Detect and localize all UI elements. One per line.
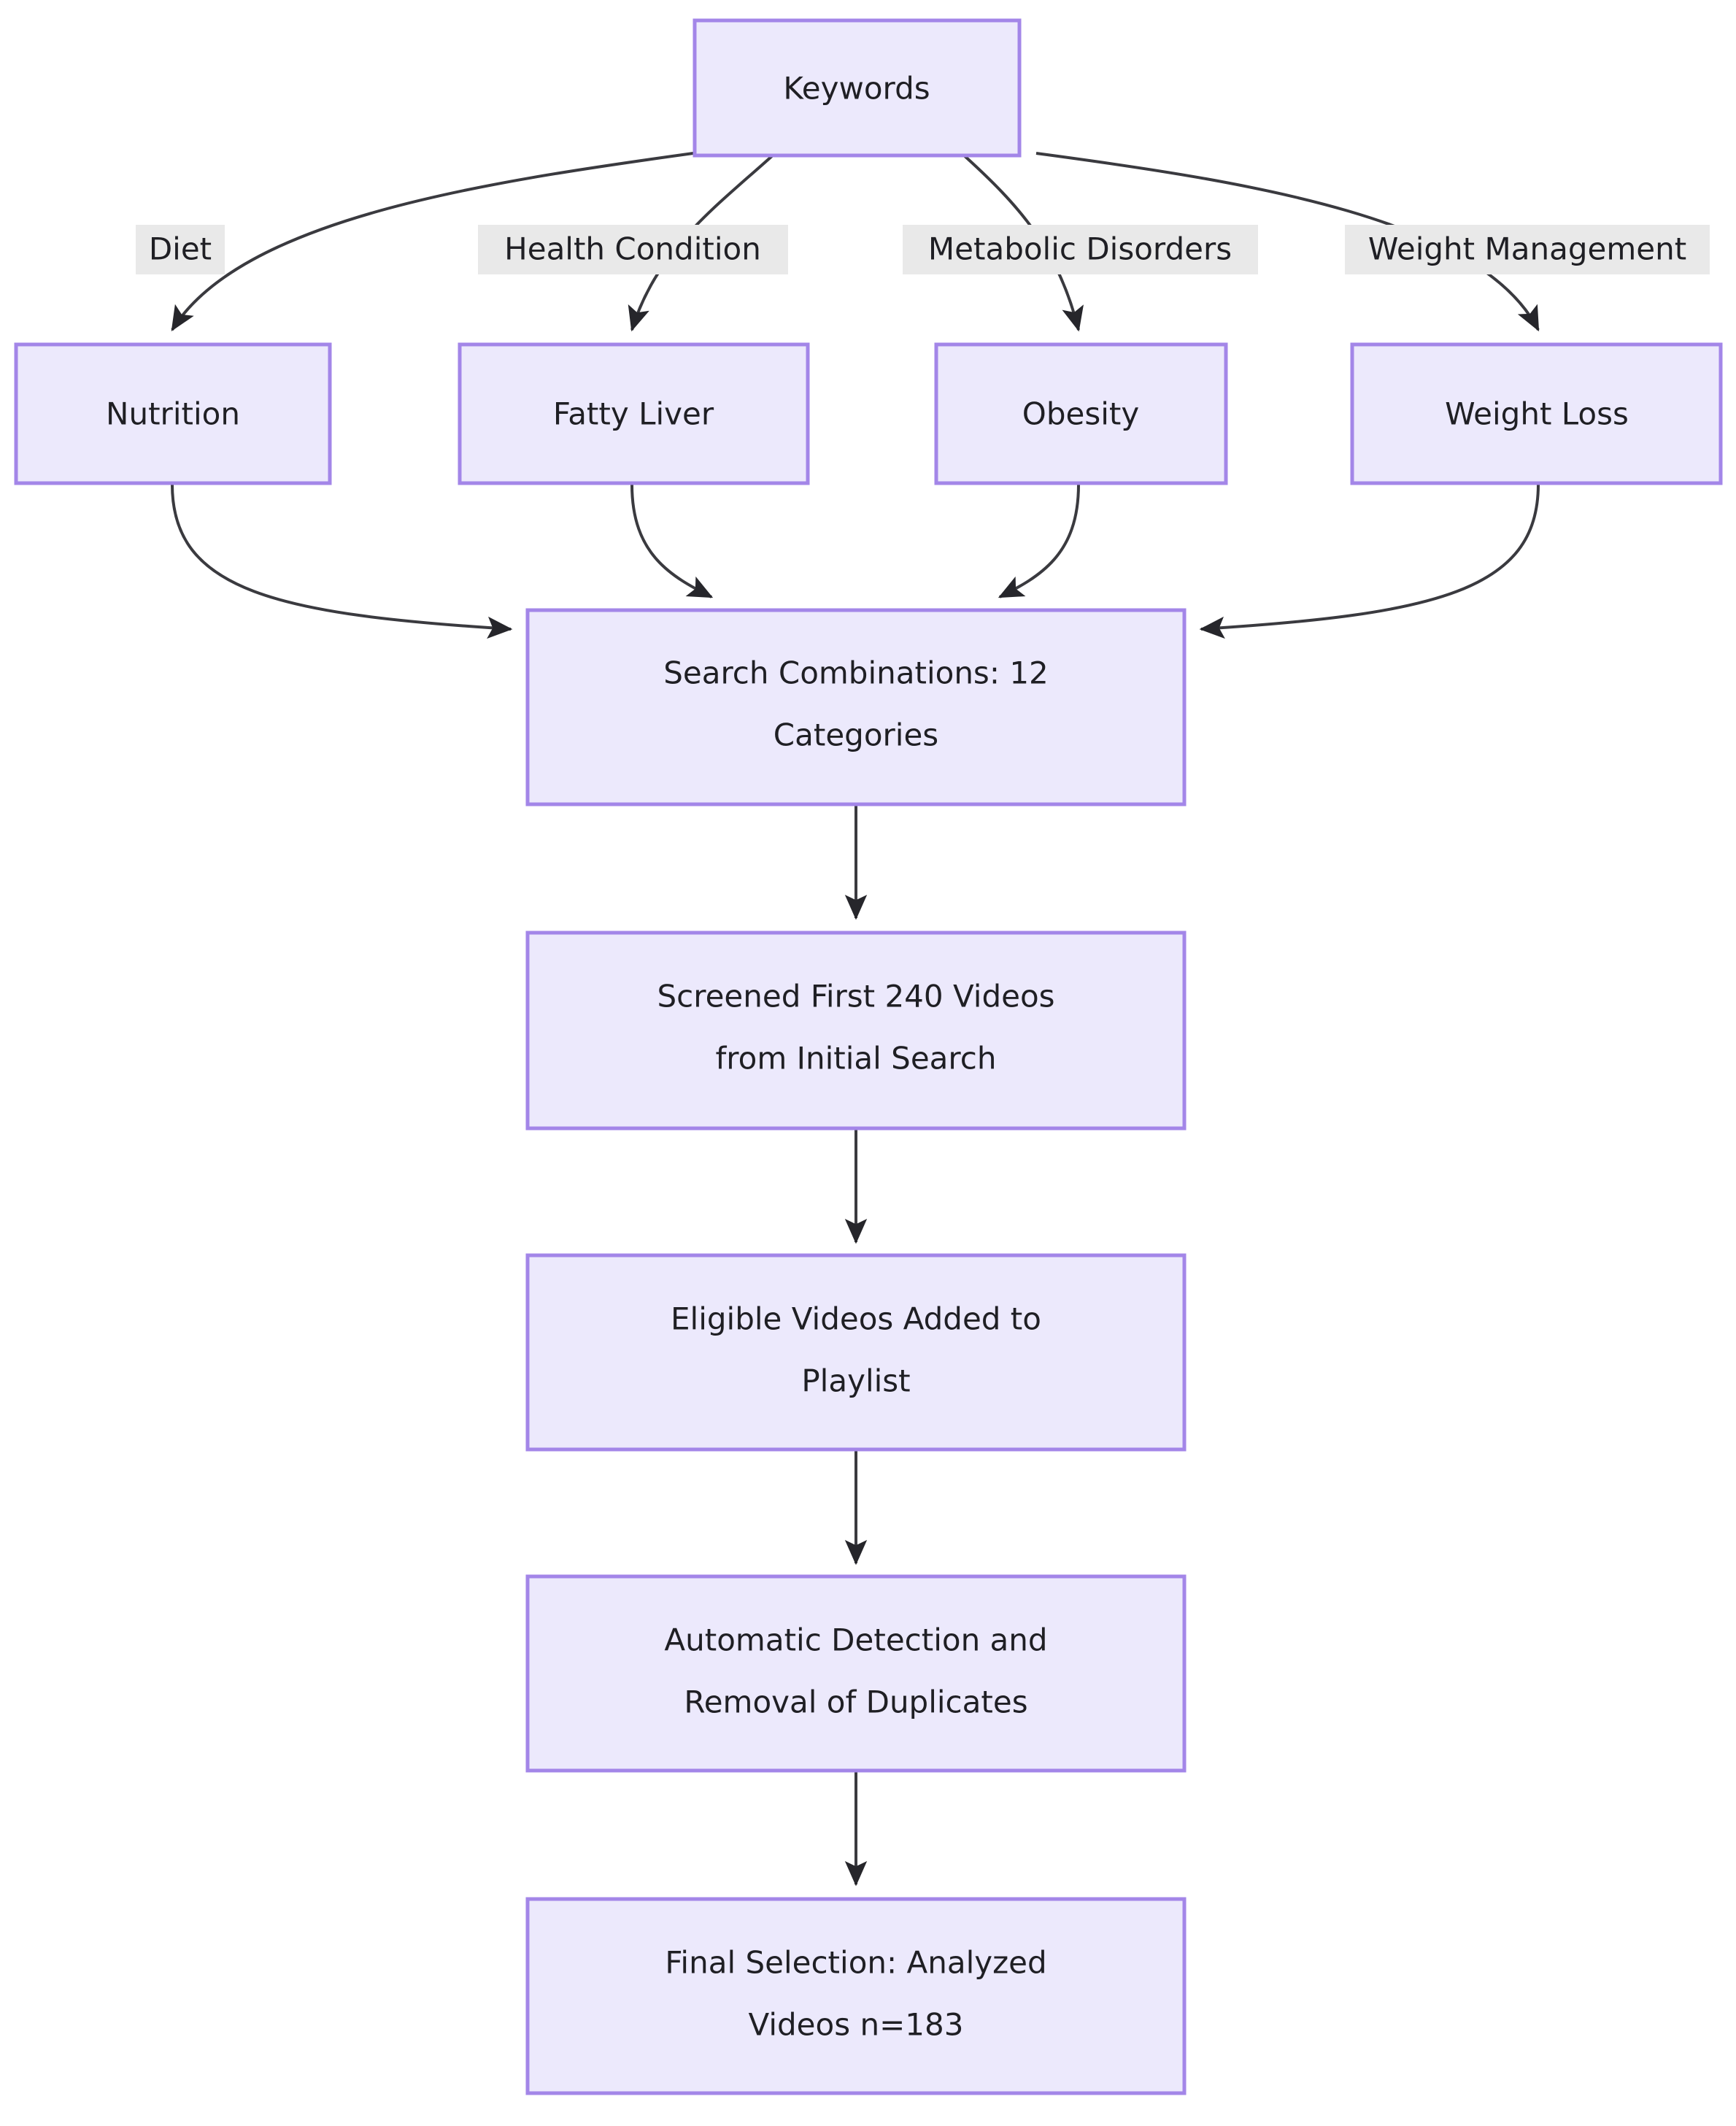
edge-nutrition-combos [171,484,513,639]
node-layer: Keywords Nutrition Fatty Liver Obesity W… [14,18,1723,2095]
node-weight-loss-label: Weight Loss [1445,396,1629,432]
edge-label-diet-bg [136,225,225,274]
node-keywords[interactable]: Keywords [693,18,1022,158]
node-screened-videos[interactable]: Screened First 240 Videos from Initial S… [525,931,1187,1131]
edge-layer [171,152,1540,1887]
node-fatty-liver[interactable]: Fatty Liver [458,342,810,485]
node-keywords-label: Keywords [783,71,930,107]
edge-obesity-combos [998,484,1080,598]
node-keywords-rect[interactable] [693,18,1022,158]
edge-keywords-nutrition [171,152,694,332]
node-eligible-videos-rect[interactable] [525,1253,1187,1452]
edge-label-health-condition-text: Health Condition [504,231,761,267]
node-weight-loss-rect[interactable] [1350,342,1723,485]
edge-label-health-condition: Health Condition [478,225,788,274]
node-search-combinations-label-line1: Search Combinations: 12 [663,655,1049,691]
node-search-combinations-rect[interactable] [525,608,1187,806]
edge-label-layer: Diet Health Condition Metabolic Disorder… [136,225,1710,274]
node-duplicate-removal-label-line1: Automatic Detection and [664,1622,1047,1658]
edge-label-diet-text: Diet [149,231,212,267]
node-final-selection-label-line1: Final Selection: Analyzed [665,1945,1046,1981]
node-duplicate-removal-rect[interactable] [525,1574,1187,1773]
node-nutrition[interactable]: Nutrition [14,342,332,485]
edge-label-metabolic-disorders-text: Metabolic Disorders [928,231,1232,267]
edge-label-weight-management-bg [1345,225,1710,274]
edge-label-metabolic-disorders-bg [903,225,1258,274]
node-nutrition-rect[interactable] [14,342,332,485]
node-duplicate-removal-label-line2: Removal of Duplicates [684,1684,1027,1720]
node-screened-videos-label-line2: from Initial Search [716,1041,997,1077]
edge-weightloss-combos [1199,484,1540,639]
edge-keywords-weightloss [1035,152,1540,332]
node-eligible-videos[interactable]: Eligible Videos Added to Playlist [525,1253,1187,1452]
node-eligible-videos-label-line2: Playlist [801,1363,910,1399]
edge-label-diet: Diet [136,225,225,274]
node-search-combinations[interactable]: Search Combinations: 12 Categories [525,608,1187,806]
edge-label-metabolic-disorders: Metabolic Disorders [903,225,1258,274]
node-eligible-videos-label-line1: Eligible Videos Added to [671,1301,1041,1337]
node-final-selection[interactable]: Final Selection: Analyzed Videos n=183 [525,1897,1187,2095]
edge-label-weight-management: Weight Management [1345,225,1710,274]
node-obesity-rect[interactable] [934,342,1228,485]
node-fatty-liver-label: Fatty Liver [553,396,714,432]
node-final-selection-rect[interactable] [525,1897,1187,2095]
edge-fattyliver-combos [630,484,714,598]
node-final-selection-label-line2: Videos n=183 [749,2007,964,2043]
node-obesity[interactable]: Obesity [934,342,1228,485]
node-fatty-liver-rect[interactable] [458,342,810,485]
node-obesity-label: Obesity [1022,396,1139,432]
edge-label-weight-management-text: Weight Management [1368,231,1686,267]
node-nutrition-label: Nutrition [106,396,240,432]
node-search-combinations-label-line2: Categories [774,717,938,753]
node-screened-videos-rect[interactable] [525,931,1187,1131]
node-screened-videos-label-line1: Screened First 240 Videos [657,979,1054,1014]
node-weight-loss[interactable]: Weight Loss [1350,342,1723,485]
edge-label-health-condition-bg [478,225,788,274]
node-duplicate-removal[interactable]: Automatic Detection and Removal of Dupli… [525,1574,1187,1773]
